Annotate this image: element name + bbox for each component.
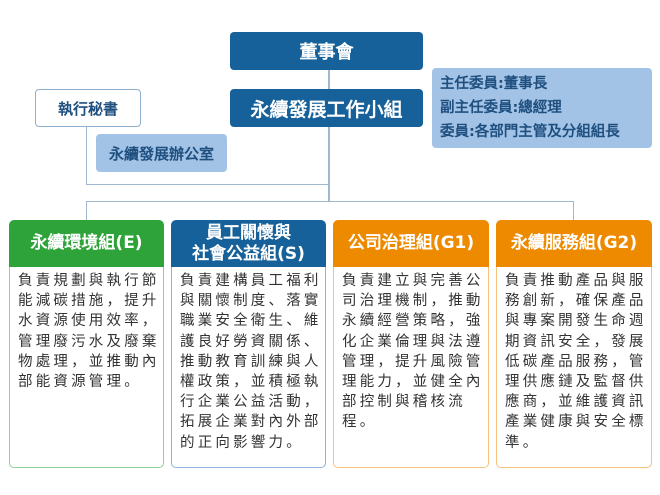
member-line: 委員:各部門主管及分組組長 xyxy=(440,124,620,140)
text-line: 負責規劃與執行節 xyxy=(18,273,160,289)
text-line: 能減碳措施，提升 xyxy=(18,293,160,310)
group-description: 負責規劃與執行節 能減碳措施，提升 水資源使用效率， 管理廢污水及廢棄 物處理，… xyxy=(9,267,164,468)
connector-line xyxy=(86,184,329,185)
text-line: 期資訊安全，發展 xyxy=(505,333,647,350)
connector-line xyxy=(86,201,574,202)
text-line: 物處理，並推動內 xyxy=(18,353,160,370)
group-governance: 公司治理組(G1) 負責建立與完善公 司治理機制，推動 永續經營策略，強 化企業… xyxy=(333,220,489,468)
text-line: 理能力，並健全內 xyxy=(342,374,484,391)
text-line: 低碳產品服務，管 xyxy=(505,353,647,370)
text-line: 務創新，確保產品 xyxy=(505,293,647,310)
connector-line xyxy=(573,201,574,221)
group-service: 永續服務組(G2) 負責推動產品與服 務創新，確保產品 與專案開發生命週 期資訊… xyxy=(496,220,652,468)
title-line: 社會公益組(S) xyxy=(192,243,305,264)
group-description: 負責推動產品與服 務創新，確保產品 與專案開發生命週 期資訊安全，發展 低碳產品… xyxy=(496,267,652,468)
text-line: 化企業倫理與法遵 xyxy=(342,333,484,350)
member-line: 主任委員:董事長 xyxy=(440,76,548,92)
exec-secretary-box: 執行秘書 xyxy=(35,89,141,127)
text-line: 理供應鏈及監督供 xyxy=(505,374,647,391)
text-line: 應商，並維護資訊 xyxy=(505,394,647,411)
group-title: 公司治理組(G1) xyxy=(333,220,489,267)
text-line: 拓展企業對內外部 xyxy=(180,414,322,431)
text-line: 負責建立與完善公 xyxy=(342,273,484,289)
working-group-box: 永續發展工作小組 xyxy=(230,89,423,127)
board-box: 董事會 xyxy=(230,32,423,70)
text-line: 部控制與稽核流 xyxy=(342,394,466,411)
text-line: 司治理機制，推動 xyxy=(342,293,484,310)
group-title: 員工關懷與 社會公益組(S) xyxy=(171,220,326,267)
connector-line xyxy=(328,70,330,202)
connector-line xyxy=(86,127,87,185)
member-line: 副主任委員:總經理 xyxy=(440,100,562,116)
group-description: 負責建構員工福利 與關懷制度、落實 職業安全衛生、維 護良好勞資關係、 推動教育… xyxy=(171,267,326,468)
text-line: 準。 xyxy=(505,434,541,451)
text-line: 永續經營策略，強 xyxy=(342,313,484,330)
group-title: 永續服務組(G2) xyxy=(496,220,652,267)
text-line: 與關懷制度、落實 xyxy=(180,293,322,310)
text-line: 負責建構員工福利 xyxy=(180,273,322,289)
office-box: 永續發展辦公室 xyxy=(96,134,227,172)
text-line: 負責推動產品與服 xyxy=(505,273,647,289)
group-social: 員工關懷與 社會公益組(S) 負責建構員工福利 與關懷制度、落實 職業安全衛生、… xyxy=(171,220,326,468)
text-line: 的正向影響力。 xyxy=(180,434,304,451)
text-line: 產業健康與安全標 xyxy=(505,414,647,431)
text-line: 管理廢污水及廢棄 xyxy=(18,333,160,350)
members-box: 主任委員:董事長 副主任委員:總經理 委員:各部門主管及分組組長 xyxy=(432,68,652,148)
group-environment: 永續環境組(E) 負責規劃與執行節 能減碳措施，提升 水資源使用效率， 管理廢污… xyxy=(9,220,164,468)
text-line: 推動教育訓練與人 xyxy=(180,353,322,370)
title-line: 員工關懷與 xyxy=(206,222,291,243)
text-line: 權政策，並積極執 xyxy=(180,374,322,391)
group-description: 負責建立與完善公 司治理機制，推動 永續經營策略，強 化企業倫理與法遵 管理，提… xyxy=(333,267,489,468)
text-line: 程。 xyxy=(342,414,378,431)
group-title: 永續環境組(E) xyxy=(9,220,164,267)
text-line: 職業安全衛生、維 xyxy=(180,313,322,330)
connector-line xyxy=(86,201,87,221)
text-line: 行企業公益活動， xyxy=(180,394,322,411)
text-line: 管理，提升風險管 xyxy=(342,353,484,370)
text-line: 與專案開發生命週 xyxy=(505,313,647,330)
text-line: 部能資源管理。 xyxy=(18,374,142,391)
text-line: 護良好勞資關係、 xyxy=(180,333,322,350)
text-line: 水資源使用效率， xyxy=(18,313,160,330)
